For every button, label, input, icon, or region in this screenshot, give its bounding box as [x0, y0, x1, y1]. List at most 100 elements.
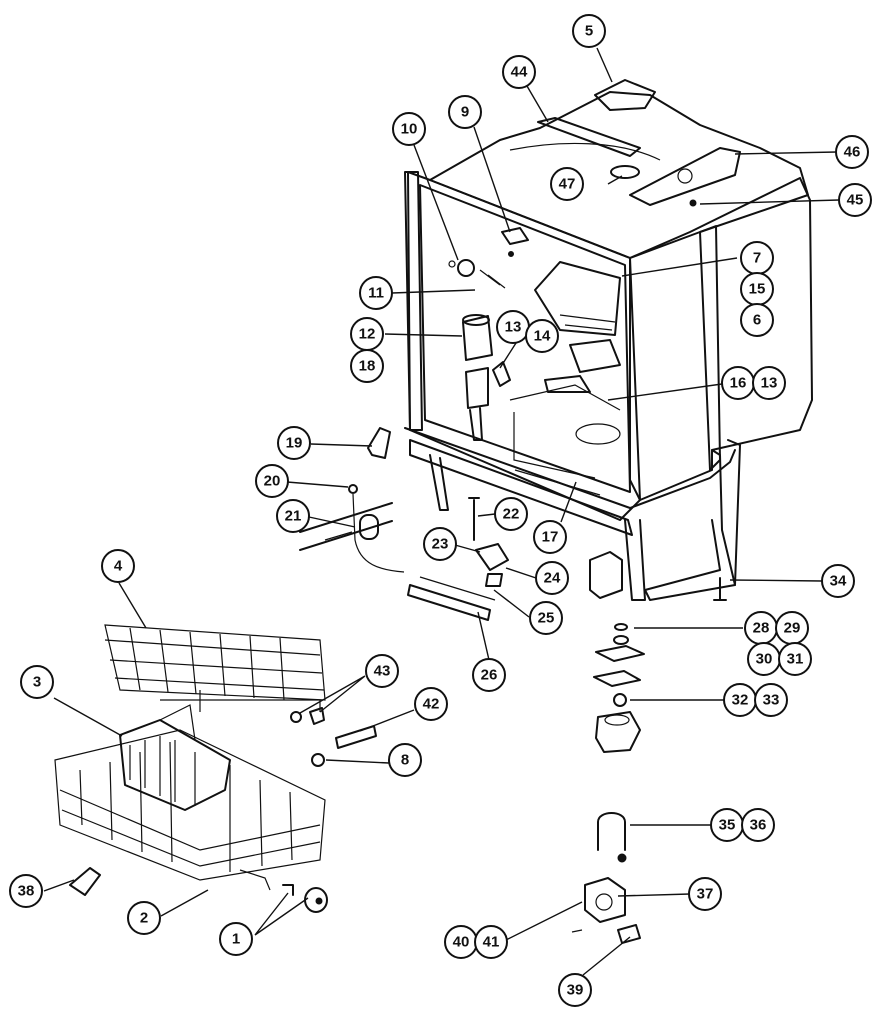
- svg-text:6: 6: [753, 312, 761, 329]
- svg-text:35: 35: [719, 817, 736, 834]
- svg-text:10: 10: [401, 121, 418, 138]
- callout-25: 25: [529, 601, 563, 635]
- callout-41: 41: [474, 925, 508, 959]
- callout-28: 28: [744, 611, 778, 645]
- callout-8: 8: [388, 743, 422, 777]
- mounting-plate: [595, 645, 645, 662]
- callout-23: 23: [423, 527, 457, 561]
- svg-text:23: 23: [432, 536, 449, 553]
- svg-text:1: 1: [232, 931, 240, 948]
- svg-text:17: 17: [542, 529, 559, 546]
- washer: [614, 623, 628, 631]
- callout-37: 37: [688, 877, 722, 911]
- svg-text:9: 9: [461, 104, 469, 121]
- bracket-13: [492, 361, 511, 387]
- svg-text:42: 42: [423, 696, 440, 713]
- timer-box: [589, 551, 623, 599]
- callout-22: 22: [494, 497, 528, 531]
- svg-text:43: 43: [374, 663, 391, 680]
- hinge-clip: [501, 227, 529, 245]
- callout-29: 29: [775, 611, 809, 645]
- svg-text:29: 29: [784, 620, 801, 637]
- svg-text:30: 30: [756, 651, 773, 668]
- svg-text:4: 4: [114, 558, 123, 575]
- callout-12: 12: [350, 317, 384, 351]
- callout-10: 10: [392, 112, 426, 146]
- svg-text:2: 2: [140, 910, 148, 927]
- rack-clip: [290, 711, 302, 723]
- callout-13-right: 13: [752, 366, 786, 400]
- svg-text:38: 38: [18, 883, 35, 900]
- water-valve: [584, 877, 626, 923]
- svg-text:44: 44: [511, 64, 528, 81]
- callout-24: 24: [535, 561, 569, 595]
- callout-40: 40: [444, 925, 478, 959]
- callout-17: 17: [533, 520, 567, 554]
- svg-text:14: 14: [534, 328, 551, 345]
- callout-3: 3: [20, 665, 54, 699]
- door-switch: [475, 543, 509, 571]
- svg-text:26: 26: [481, 667, 498, 684]
- lower-rack: [54, 704, 326, 891]
- dispenser-assembly: [534, 261, 621, 336]
- vent-cover: [594, 79, 656, 111]
- svg-text:34: 34: [830, 573, 847, 590]
- svg-text:28: 28: [753, 620, 770, 637]
- callout-20: 20: [255, 464, 289, 498]
- fill-funnel: [610, 165, 640, 179]
- screw-20: [348, 484, 358, 494]
- leader-lines: [43, 47, 840, 976]
- svg-text:31: 31: [787, 651, 804, 668]
- svg-text:47: 47: [559, 176, 576, 193]
- callout-11: 11: [359, 276, 393, 310]
- callout-32: 32: [723, 683, 757, 717]
- svg-text:8: 8: [401, 752, 409, 769]
- svg-text:37: 37: [697, 886, 714, 903]
- svg-text:45: 45: [847, 192, 864, 209]
- callout-19: 19: [277, 426, 311, 460]
- svg-text:3: 3: [33, 674, 41, 691]
- svg-text:39: 39: [567, 982, 584, 999]
- spring-clip: [367, 427, 391, 459]
- callout-39: 39: [558, 973, 592, 1007]
- rack-stop-cap: [311, 753, 325, 767]
- leveling-leg: [713, 577, 727, 601]
- callout-33: 33: [754, 683, 788, 717]
- motor-pump: [462, 314, 493, 441]
- svg-text:16: 16: [730, 375, 747, 392]
- svg-text:40: 40: [453, 934, 470, 951]
- callout-34: 34: [821, 564, 855, 598]
- latch-rails: [407, 584, 491, 621]
- rack-rail: [335, 725, 377, 749]
- svg-text:12: 12: [359, 326, 376, 343]
- svg-text:21: 21: [285, 508, 302, 525]
- callout-47: 47: [550, 167, 584, 201]
- svg-text:46: 46: [844, 144, 861, 161]
- callout-31: 31: [778, 642, 812, 676]
- callout-2: 2: [127, 901, 161, 935]
- callout-36: 36: [741, 808, 775, 842]
- callout-18: 18: [350, 349, 384, 383]
- callout-7: 7: [740, 241, 774, 275]
- callout-13-top: 13: [496, 310, 530, 344]
- callout-9: 9: [448, 95, 482, 129]
- inlet-hose: [597, 812, 626, 851]
- tub-assembly: [404, 91, 813, 601]
- callout-16: 16: [721, 366, 755, 400]
- float-switch: [595, 711, 641, 753]
- callout-4: 4: [101, 549, 135, 583]
- callout-21: 21: [276, 499, 310, 533]
- callout-45: 45: [838, 183, 872, 217]
- callout-5: 5: [572, 14, 606, 48]
- svg-text:18: 18: [359, 358, 376, 375]
- bushing-21: [299, 502, 393, 551]
- callout-15: 15: [740, 272, 774, 306]
- callout-35: 35: [710, 808, 744, 842]
- svg-text:11: 11: [368, 285, 384, 302]
- svg-text:13: 13: [505, 319, 522, 336]
- callout-42: 42: [414, 687, 448, 721]
- screw-22: [468, 497, 480, 541]
- svg-text:15: 15: [749, 281, 766, 298]
- callout-43: 43: [365, 654, 399, 688]
